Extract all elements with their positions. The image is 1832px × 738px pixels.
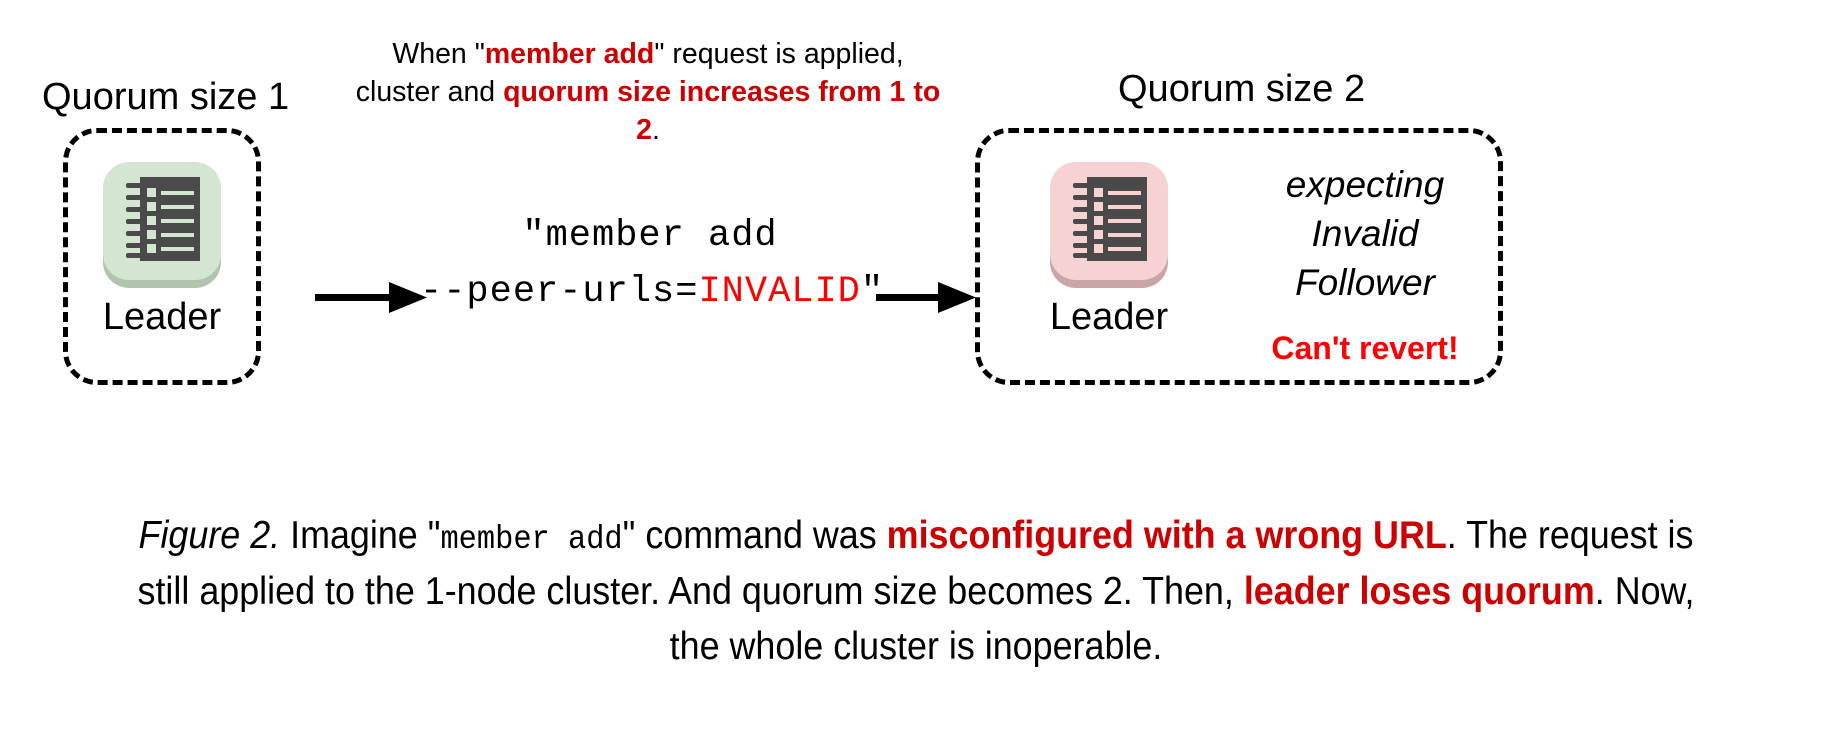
caption-mono-command: member add bbox=[440, 521, 623, 558]
left-node-label: Leader bbox=[102, 296, 222, 338]
server-ledger-icon bbox=[126, 177, 200, 261]
command-line-2-suffix: " bbox=[860, 271, 885, 314]
annotation-seg-5: . bbox=[651, 113, 660, 146]
status-line-3: Follower bbox=[1295, 262, 1435, 304]
caption-figure-label: Figure 2. bbox=[138, 514, 281, 557]
left-cluster-title: Quorum size 1 bbox=[42, 76, 290, 118]
annotation-seg-3: " request is applied, cluster and bbox=[355, 38, 904, 108]
caption-text-1: Imagine " bbox=[280, 514, 441, 557]
caption-text-3: . The request is still applied to the 1-… bbox=[137, 514, 1694, 613]
arrow-right-icon-1 bbox=[315, 280, 427, 321]
annotation-seg-2-highlight: member add bbox=[484, 38, 655, 70]
command-line-1: "member add bbox=[522, 215, 778, 257]
caption-highlight-1: misconfigured with a wrong URL bbox=[886, 514, 1447, 557]
annotation-text: When "member add" request is applied, cl… bbox=[352, 36, 944, 150]
left-node: Leader bbox=[93, 158, 231, 336]
server-ledger-icon bbox=[1073, 177, 1147, 261]
command-line-2-value: INVALID bbox=[698, 271, 861, 314]
right-node-label: Leader bbox=[1049, 296, 1169, 338]
right-cluster-box bbox=[975, 128, 1503, 385]
annotation-seg-4-highlight: quorum size increases from 1 to 2 bbox=[503, 75, 941, 146]
right-cluster-status: expecting Invalid Follower Can't revert! bbox=[1240, 160, 1490, 367]
caption-text-2: " command was bbox=[622, 514, 887, 557]
figure-caption: Figure 2. Imagine "member add" command w… bbox=[110, 508, 1722, 675]
caption-highlight-2: leader loses quorum bbox=[1243, 569, 1595, 613]
left-node-icon-wrap bbox=[100, 158, 224, 290]
command-line-2: --peer-urls=INVALID" bbox=[420, 264, 883, 320]
right-cluster-title: Quorum size 2 bbox=[1118, 68, 1366, 110]
status-line-1: expecting bbox=[1285, 164, 1445, 205]
command-line-2-prefix: --peer-urls= bbox=[420, 271, 699, 314]
arrow-right-icon-2 bbox=[876, 280, 976, 321]
status-line-2: Invalid bbox=[1311, 213, 1419, 255]
caption-text-4: . Now, the whole cluster is inoperable. bbox=[669, 569, 1695, 669]
command-text: "member add --peer-urls=INVALID" bbox=[420, 208, 883, 320]
status-warning-badge: Can't revert! bbox=[1271, 329, 1459, 366]
annotation-seg-1: When " bbox=[392, 38, 485, 70]
right-node: Leader bbox=[1040, 158, 1178, 336]
right-node-icon-wrap bbox=[1047, 158, 1171, 290]
left-cluster-box bbox=[63, 128, 261, 385]
